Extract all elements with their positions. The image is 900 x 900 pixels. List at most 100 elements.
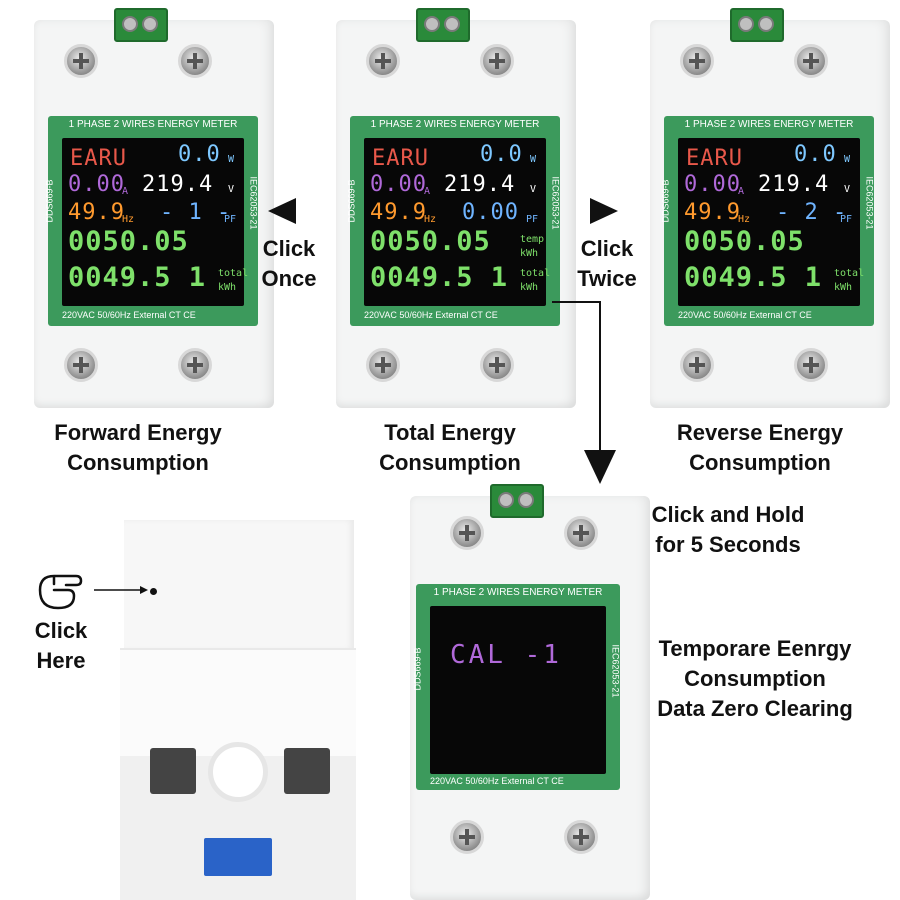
pf-value: - 1 - (160, 200, 232, 225)
screw-icon (366, 44, 400, 78)
screw-icon (178, 44, 212, 78)
display-panel: 1 PHASE 2 WIRES ENERGY METER DDS669-B IEC6… (346, 116, 561, 326)
current-unit: A (738, 186, 745, 197)
energy-value-1: 0050.05 (68, 226, 189, 257)
pf-unit: PF (224, 214, 237, 225)
energy-unit-2b: kWh (520, 282, 539, 293)
screw-icon (480, 348, 514, 382)
panel-footer: 220VAC 50/60Hz External CT CE (364, 310, 498, 320)
standard-label: IEC62053-21 (550, 176, 561, 230)
current-unit: A (122, 186, 129, 197)
frequency-value: 49.9 (684, 200, 741, 225)
meter-total-energy: 1 PHASE 2 WIRES ENERGY METER DDS669-B IEC6… (336, 8, 576, 408)
current-value: 0.00 (370, 172, 427, 197)
model-label: DDS669-B (346, 179, 357, 223)
power-value: 0.0 (480, 142, 523, 167)
panel-title: 1 PHASE 2 WIRES ENERGY METER (370, 119, 540, 130)
cal-readout: CAL -1 (450, 640, 562, 670)
frequency-value: 49.9 (370, 200, 427, 225)
frequency-unit: Hz (738, 214, 751, 225)
voltage-unit: V (530, 184, 537, 195)
hidden-button[interactable] (150, 588, 157, 595)
screw-icon (366, 348, 400, 382)
screw-icon (64, 348, 98, 382)
energy-value-1: 0050.05 (370, 226, 491, 257)
brand-text: EARU (372, 146, 429, 171)
voltage-value: 219.4 (758, 172, 830, 197)
energy-unit-2b: kWh (218, 282, 237, 293)
screw-icon (450, 516, 484, 550)
energy-unit-2: total (218, 268, 249, 279)
model-label: DDS669-B (44, 179, 55, 223)
standard-label: IEC62053-21 (864, 176, 875, 230)
voltage-value: 219.4 (444, 172, 516, 197)
panel-title: 1 PHASE 2 WIRES ENERGY METER (684, 119, 854, 130)
power-unit: W (530, 154, 537, 165)
terminal-block (416, 8, 470, 42)
pf-unit: PF (840, 214, 853, 225)
frequency-unit: Hz (424, 214, 437, 225)
screw-icon (680, 348, 714, 382)
panel-title: 1 PHASE 2 WIRES ENERGY METER (433, 587, 603, 598)
standard-label: IEC62053-21 (248, 176, 259, 230)
terminal-block (730, 8, 784, 42)
lcd-screen: CAL -1 (430, 606, 606, 774)
display-panel: 1 PHASE 2 WIRES ENERGY METER DDS669-B IEC6… (44, 116, 259, 326)
pf-value: 0.00 (462, 200, 519, 225)
energy-value-1: 0050.05 (684, 226, 805, 257)
panel-title: 1 PHASE 2 WIRES ENERGY METER (68, 119, 238, 130)
energy-unit-1: temp (520, 234, 545, 245)
energy-unit-1b: kWh (520, 248, 539, 259)
energy-unit-2b: kWh (834, 282, 853, 293)
energy-value-2: 0049.5 1 (370, 262, 509, 293)
energy-value-2: 0049.5 1 (68, 262, 207, 293)
terminal-block (490, 484, 544, 518)
panel-footer: 220VAC 50/60Hz External CT CE (430, 776, 564, 786)
model-label: DDS669-B (660, 179, 671, 223)
screw-icon (64, 44, 98, 78)
voltage-unit: V (844, 184, 851, 195)
energy-value-2: 0049.5 1 (684, 262, 823, 293)
power-value: 0.0 (178, 142, 221, 167)
pf-value: - 2 - (776, 200, 848, 225)
button-port (208, 742, 268, 802)
arrow-left-icon (268, 198, 296, 224)
frequency-unit: Hz (122, 214, 135, 225)
power-unit: W (844, 154, 851, 165)
screw-icon (794, 348, 828, 382)
terminal-slot (150, 748, 196, 794)
meter-reverse-energy: 1 PHASE 2 WIRES ENERGY METER DDS669-B IEC6… (650, 8, 890, 408)
display-panel: 1 PHASE 2 WIRES ENERGY METER DDS669-B IEC6… (660, 116, 875, 326)
screw-icon (480, 44, 514, 78)
voltage-unit: V (228, 184, 235, 195)
screw-icon (564, 820, 598, 854)
meter-forward-energy: 1 PHASE 2 WIRES ENERGY METER DDS669-B IEC6… (34, 8, 274, 408)
screw-icon (450, 820, 484, 854)
brand-text: EARU (70, 146, 127, 171)
standard-label: IEC62053-21 (610, 644, 621, 698)
arrow-right-icon (590, 198, 618, 224)
power-value: 0.0 (794, 142, 837, 167)
terminal-slot (284, 748, 330, 794)
din-clip (204, 838, 272, 876)
panel-footer: 220VAC 50/60Hz External CT CE (62, 310, 196, 320)
screw-icon (178, 348, 212, 382)
panel-footer: 220VAC 50/60Hz External CT CE (678, 310, 812, 320)
meter-side-view (120, 520, 356, 900)
meter-calibration: 1 PHASE 2 WIRES ENERGY METER DDS669-B IE… (410, 484, 650, 900)
frequency-value: 49.9 (68, 200, 125, 225)
energy-unit-2: total (520, 268, 551, 279)
current-value: 0.00 (684, 172, 741, 197)
power-unit: W (228, 154, 235, 165)
